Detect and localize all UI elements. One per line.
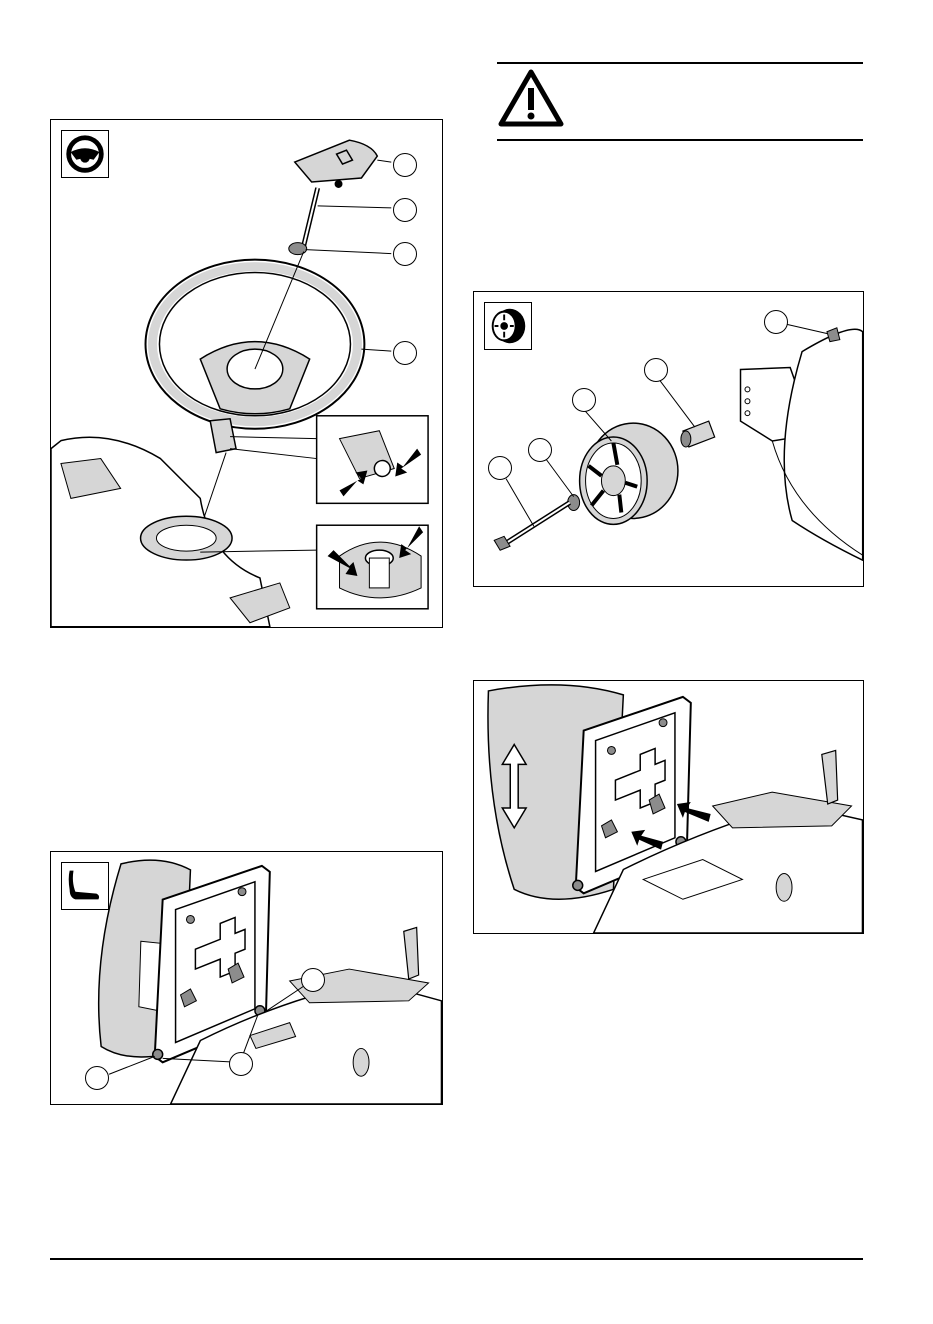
figure-steering-wheel — [50, 119, 443, 628]
callout-marker — [85, 1066, 109, 1090]
callout-marker — [764, 310, 788, 334]
callout-marker — [393, 242, 417, 266]
callout-marker — [572, 388, 596, 412]
figure-wheel-assembly — [473, 291, 864, 587]
callout-marker — [301, 968, 325, 992]
callout-marker — [644, 358, 668, 382]
callout-marker — [393, 153, 417, 177]
seat-adjust-illustration — [474, 681, 863, 933]
page-bottom-rule — [50, 1258, 863, 1260]
steering-wheel-illustration — [51, 120, 442, 627]
callout-marker — [393, 198, 417, 222]
figure-seat-mount — [50, 851, 443, 1105]
callout-marker — [488, 456, 512, 480]
warning-top-rule — [497, 62, 863, 64]
callout-marker — [393, 341, 417, 365]
callout-marker — [528, 438, 552, 462]
warning-triangle-icon — [497, 68, 565, 128]
callout-marker — [229, 1052, 253, 1076]
figure-seat-adjust — [473, 680, 864, 934]
warning-bottom-rule — [497, 139, 863, 141]
wheel-assembly-illustration — [474, 292, 863, 586]
